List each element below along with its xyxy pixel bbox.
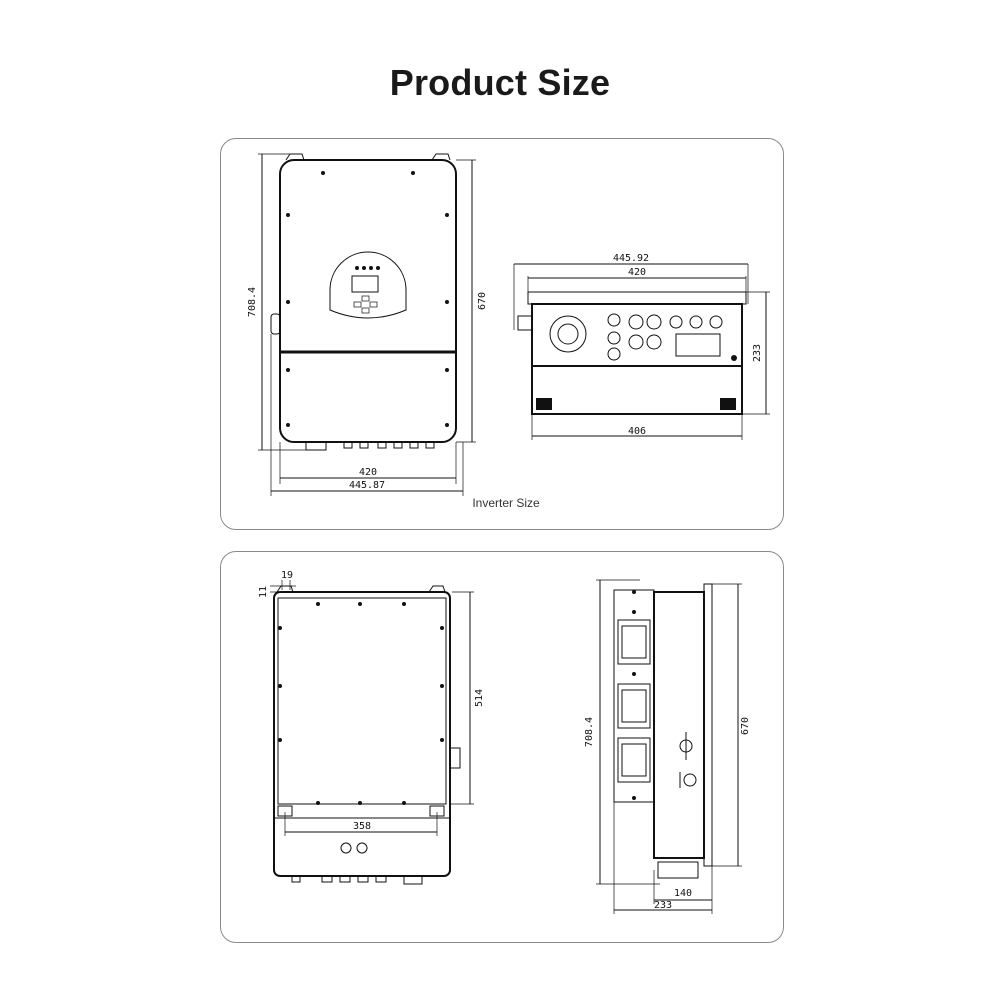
bracket-height-label: 11 [258,586,269,598]
side-height-body-label: 670 [740,717,751,735]
bottom-width-overall-label: 445.92 [613,253,649,264]
bottom-width-base-label: 406 [628,426,646,437]
front-height-overall-label: 708.4 [247,287,258,317]
bracket-width-label: 19 [281,570,293,581]
bottom-view-drawing [513,263,770,440]
side-height-overall-label: 708.4 [584,717,595,747]
side-depth-total-label: 233 [654,900,672,911]
mount-height-label: 514 [474,689,485,707]
front-height-body-label: 670 [477,292,488,310]
front-width-body-label: 420 [359,467,377,478]
side-depth-inner-label: 140 [674,888,692,899]
side-view-drawing [596,579,742,914]
mount-width-label: 358 [353,821,371,832]
page-title: Product Size [389,62,611,103]
front-width-overall-label: 445.87 [349,480,385,491]
bottom-width-body-label: 420 [628,267,646,278]
front-view-drawing [258,153,476,496]
back-view-drawing [270,580,474,885]
inverter-size-caption: Inverter Size [472,496,540,510]
bottom-depth-label: 233 [752,344,763,362]
